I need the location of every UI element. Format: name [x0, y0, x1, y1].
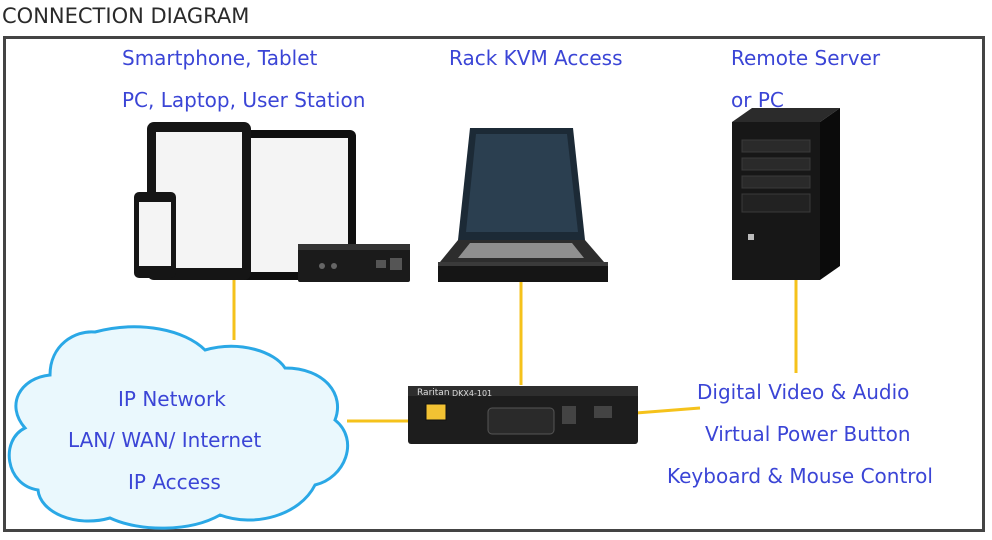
dkx4-unit-image: [408, 386, 638, 444]
diagram-heading: CONNECTION DIAGRAM: [2, 4, 250, 28]
unit-brand-label: Raritan: [417, 388, 450, 398]
user-station-image: [298, 244, 410, 282]
connector-unit-features: [635, 406, 701, 415]
smartphone-image: [134, 192, 176, 278]
unit-model-label: DKX4-101: [452, 389, 493, 398]
label-rack-kvm: Rack KVM Access: [449, 46, 623, 70]
server-tower-image: [732, 108, 840, 280]
rack-kvm-image: [438, 128, 608, 282]
label-network-line2: LAN/ WAN/ Internet: [68, 428, 262, 452]
label-server-line2: or PC: [731, 88, 784, 112]
label-feature-keyboard-mouse: Keyboard & Mouse Control: [667, 464, 933, 488]
label-devices-line2: PC, Laptop, User Station: [122, 88, 366, 112]
label-feature-video-audio: Digital Video & Audio: [697, 380, 910, 404]
label-network-line3: IP Access: [128, 470, 221, 494]
label-network-line1: IP Network: [118, 387, 226, 411]
label-feature-power: Virtual Power Button: [705, 422, 911, 446]
label-devices-line1: Smartphone, Tablet: [122, 46, 318, 70]
connector-lines: [232, 275, 798, 423]
network-cloud-shape: [7, 325, 350, 530]
diagram-frame: [3, 36, 985, 532]
label-server-line1: Remote Server: [731, 46, 881, 70]
